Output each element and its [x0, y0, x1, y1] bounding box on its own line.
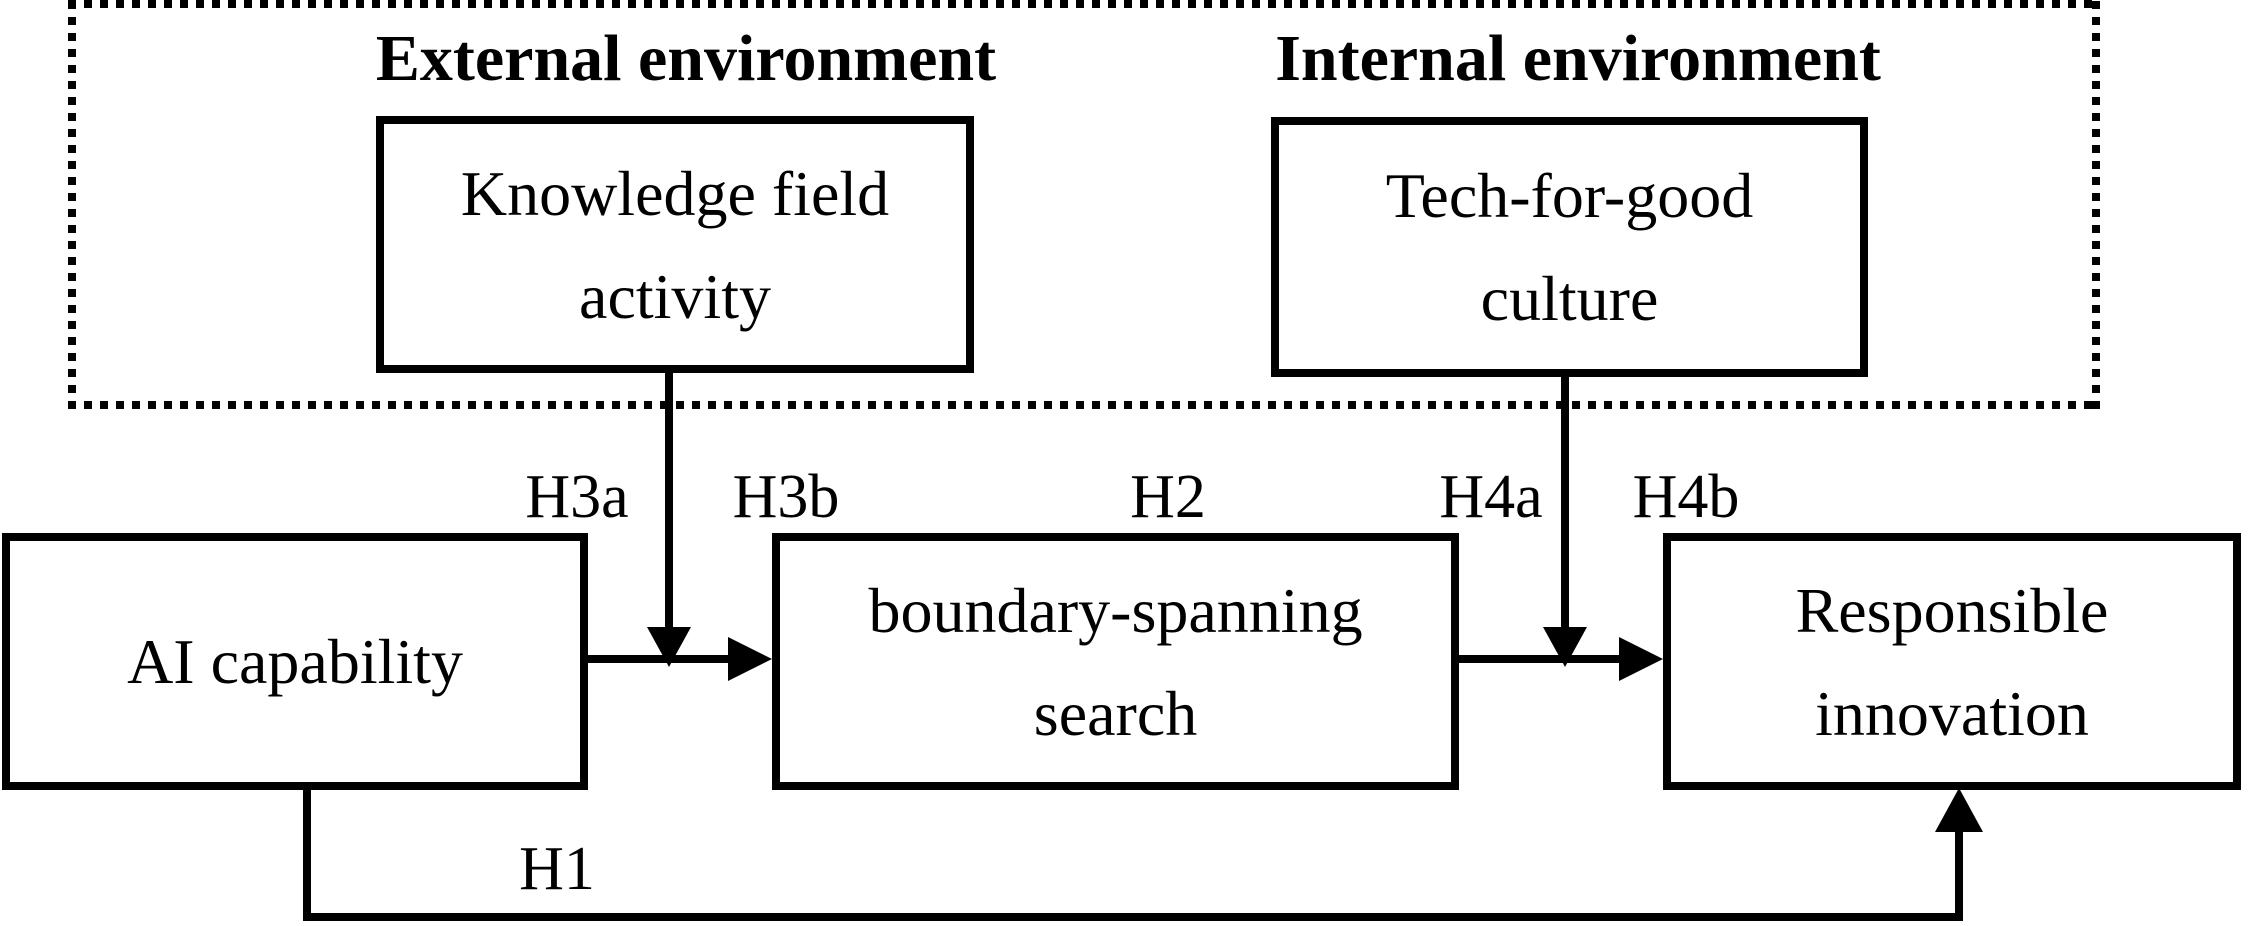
boundary-to-responsible-arrow-line	[1459, 655, 1620, 663]
ai-capability-box: AI capability	[2, 533, 588, 790]
h4-moderation-arrow-line	[1561, 377, 1569, 630]
ai-to-boundary-arrow-line	[588, 655, 729, 663]
boundary-to-responsible-arrowhead-icon	[1619, 637, 1663, 681]
h1-path-left-segment	[303, 788, 311, 921]
boundary-spanning-search-box: boundary-spanning search	[772, 533, 1459, 790]
knowledge-field-activity-box: Knowledge field activity	[376, 116, 974, 373]
external-environment-label: External environment	[375, 22, 997, 95]
h1-arrowhead-icon	[1935, 788, 1983, 832]
boundary-spanning-search-line2: search	[1033, 677, 1198, 749]
ai-capability-label: AI capability	[127, 626, 463, 697]
responsible-innovation-line2: innovation	[1815, 677, 2089, 749]
knowledge-field-activity-line2: activity	[579, 260, 771, 332]
tech-for-good-culture-box: Tech-for-good culture	[1271, 117, 1868, 377]
h3a-label: H3a	[525, 463, 629, 531]
responsible-innovation-box: Responsible innovation	[1663, 533, 2241, 790]
ai-to-boundary-arrowhead-icon	[728, 637, 772, 681]
h1-path-right-segment	[1955, 830, 1963, 921]
boundary-spanning-search-line1: boundary-spanning	[868, 574, 1363, 646]
h1-path-bottom-segment	[303, 913, 1963, 921]
responsible-innovation-line1: Responsible	[1795, 574, 2109, 646]
h3-moderation-arrow-line	[665, 373, 673, 630]
h2-label: H2	[1130, 463, 1206, 531]
internal-environment-label: Internal environment	[1275, 22, 1881, 95]
tech-for-good-culture-line1: Tech-for-good	[1385, 160, 1754, 231]
h3b-label: H3b	[732, 463, 840, 531]
h1-label: H1	[519, 835, 595, 903]
tech-for-good-culture-line2: culture	[1480, 263, 1659, 334]
h4b-label: H4b	[1632, 463, 1740, 531]
h4a-label: H4a	[1439, 463, 1543, 531]
knowledge-field-activity-line1: Knowledge field	[460, 157, 890, 229]
